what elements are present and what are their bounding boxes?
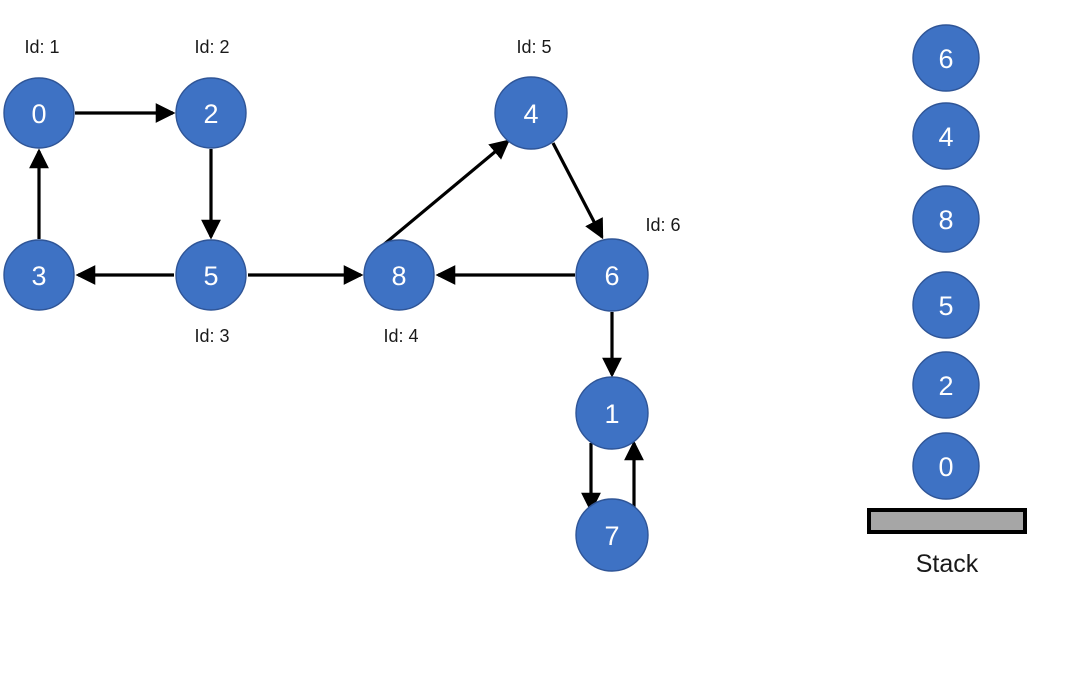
graph-node-6[interactable]: 6 bbox=[575, 238, 649, 312]
stack-item-value-6: 6 bbox=[938, 44, 953, 74]
node-circle-5[interactable] bbox=[175, 239, 247, 311]
node-circle-1[interactable] bbox=[575, 376, 649, 450]
node-circle-8[interactable] bbox=[363, 239, 435, 311]
node-circle-4[interactable] bbox=[494, 76, 568, 150]
edge-8-to-4 bbox=[374, 139, 510, 253]
node-id-label-8: Id: 4 bbox=[383, 326, 418, 346]
stack-item-5[interactable]: 5 bbox=[912, 271, 980, 339]
stack-item-6[interactable]: 6 bbox=[912, 24, 980, 92]
graph-node-4[interactable]: 4 bbox=[494, 76, 568, 150]
stack-item-8[interactable]: 8 bbox=[912, 185, 980, 253]
stack-item-value-5: 5 bbox=[938, 291, 953, 321]
node-id-label-0: Id: 1 bbox=[24, 37, 59, 57]
stack-item-circle-0[interactable] bbox=[912, 432, 980, 500]
stack-item-circle-6[interactable] bbox=[912, 24, 980, 92]
node-id-label-5: Id: 3 bbox=[194, 326, 229, 346]
nodes-layer: 0 Id: 1 2 Id: 2 3 5Id: 3 8Id: 4 4 Id: 5 6 Id: 6 1 7 bbox=[3, 37, 681, 572]
node-circle-7[interactable] bbox=[575, 498, 649, 572]
node-circle-3[interactable] bbox=[3, 239, 75, 311]
stack-item-value-8: 8 bbox=[938, 205, 953, 235]
node-value-7: 7 bbox=[604, 521, 619, 551]
node-circle-6[interactable] bbox=[575, 238, 649, 312]
graph-node-3[interactable]: 3 bbox=[3, 239, 75, 311]
graph-node-2[interactable]: 2 bbox=[175, 77, 247, 149]
node-value-8: 8 bbox=[391, 261, 406, 291]
node-circle-0[interactable] bbox=[3, 77, 75, 149]
graph-node-0[interactable]: 0 bbox=[3, 77, 75, 149]
stack-item-4[interactable]: 4 bbox=[912, 102, 980, 170]
stack-item-circle-4[interactable] bbox=[912, 102, 980, 170]
graph-node-1[interactable]: 1 bbox=[575, 376, 649, 450]
node-value-0: 0 bbox=[31, 99, 46, 129]
stack-caption: Stack bbox=[916, 550, 979, 578]
node-id-label-4: Id: 5 bbox=[516, 37, 551, 57]
node-value-2: 2 bbox=[203, 99, 218, 129]
stack-item-circle-5[interactable] bbox=[912, 271, 980, 339]
stack-item-value-0: 0 bbox=[938, 452, 953, 482]
graph-node-8[interactable]: 8 bbox=[363, 239, 435, 311]
node-value-3: 3 bbox=[31, 261, 46, 291]
edges-layer bbox=[29, 103, 644, 513]
stack-item-2[interactable]: 2 bbox=[912, 351, 980, 419]
graph-node-5[interactable]: 5 bbox=[175, 239, 247, 311]
node-value-5: 5 bbox=[203, 261, 218, 291]
stack-item-0[interactable]: 0 bbox=[912, 432, 980, 500]
stack-item-value-2: 2 bbox=[938, 371, 953, 401]
node-value-4: 4 bbox=[523, 99, 538, 129]
stack-base bbox=[867, 508, 1027, 534]
node-id-label-6: Id: 6 bbox=[645, 215, 680, 235]
stack-item-circle-2[interactable] bbox=[912, 351, 980, 419]
edge-4-to-6 bbox=[551, 142, 604, 240]
graph-node-7[interactable]: 7 bbox=[575, 498, 649, 572]
stack-item-circle-8[interactable] bbox=[912, 185, 980, 253]
node-value-6: 6 bbox=[604, 261, 619, 291]
stack-item-value-4: 4 bbox=[938, 122, 953, 152]
node-circle-2[interactable] bbox=[175, 77, 247, 149]
node-value-1: 1 bbox=[604, 399, 619, 429]
node-id-label-2: Id: 2 bbox=[194, 37, 229, 57]
